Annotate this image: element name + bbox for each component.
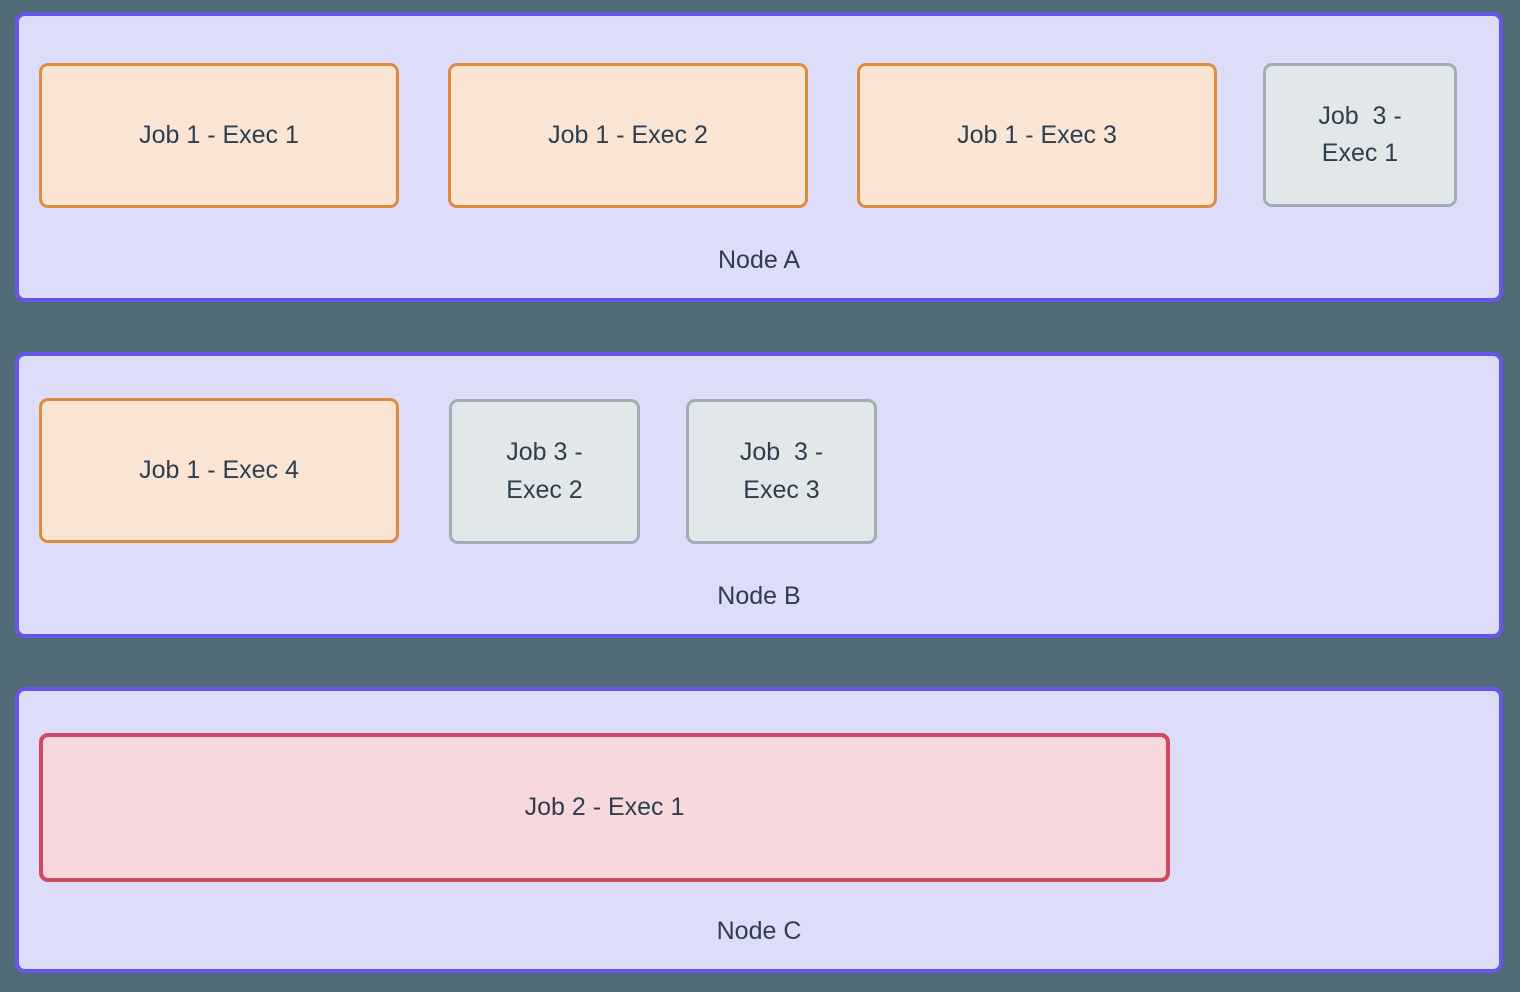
executor-label: Job 1 - Exec 1 xyxy=(139,120,299,149)
executor-job1-exec3: Job 1 - Exec 3 xyxy=(857,63,1217,208)
executor-label: Job 2 - Exec 1 xyxy=(524,792,685,821)
executor-job3-exec2: Job 3 - Exec 2 xyxy=(449,399,640,544)
executor-job1-exec1: Job 1 - Exec 1 xyxy=(39,63,399,208)
executor-job1-exec4: Job 1 - Exec 4 xyxy=(39,398,399,543)
executor-job3-exec1: Job 3 - Exec 1 xyxy=(1263,63,1457,207)
node-a: Job 1 - Exec 1 Job 1 - Exec 2 Job 1 - Ex… xyxy=(15,12,1503,302)
executor-label: Job 1 - Exec 3 xyxy=(957,120,1117,149)
executor-label: Job 3 - Exec 3 xyxy=(739,438,824,504)
node-b-label: Node B xyxy=(717,582,801,610)
executor-label: Job 1 - Exec 4 xyxy=(139,455,299,484)
node-a-label: Node A xyxy=(717,246,800,274)
executor-job2-exec1: Job 2 - Exec 1 xyxy=(39,733,1170,882)
node-c: Job 2 - Exec 1 Node C xyxy=(15,687,1503,973)
executor-label: Job 1 - Exec 2 xyxy=(548,120,708,149)
executor-label: Job 3 - Exec 1 xyxy=(1318,101,1402,168)
node-c-label: Node C xyxy=(716,917,802,945)
executor-job3-exec3: Job 3 - Exec 3 xyxy=(686,399,877,544)
executor-label: Job 3 - Exec 2 xyxy=(506,438,583,504)
node-b: Job 1 - Exec 4 Job 3 - Exec 2 Job 3 - Ex… xyxy=(15,352,1503,638)
executor-job1-exec2: Job 1 - Exec 2 xyxy=(448,63,808,208)
